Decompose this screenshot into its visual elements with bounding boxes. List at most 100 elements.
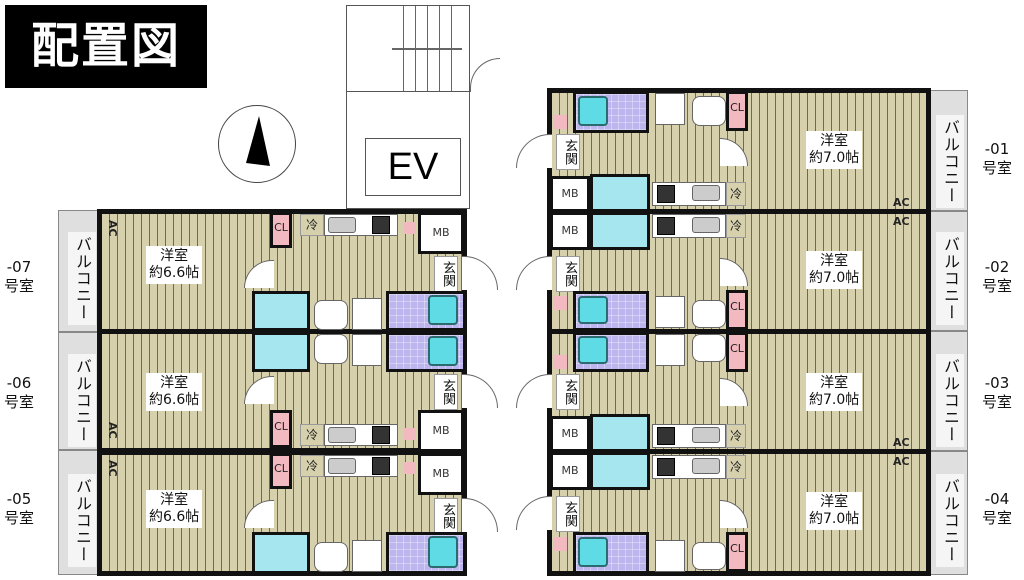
entrance-door-01[interactable] — [516, 134, 552, 168]
entrance-door-03[interactable] — [516, 374, 552, 408]
entrance-05: 玄関 — [434, 498, 458, 534]
entrance-03: 玄関 — [556, 374, 580, 410]
pipe-space-06 — [404, 428, 416, 440]
toilet-04 — [590, 452, 650, 490]
compass — [218, 105, 296, 183]
closet-07: CL — [270, 212, 292, 248]
entrance-07: 玄関 — [434, 256, 458, 292]
bathtub-05 — [428, 536, 458, 568]
ac-01: AC — [893, 196, 910, 209]
stove-02 — [657, 217, 675, 235]
kitchen-sink-02 — [692, 217, 720, 233]
fridge-05: 冷 — [300, 455, 324, 477]
room-label-06: 洋室約6.6帖 — [146, 373, 203, 411]
entrance-02: 玄関 — [556, 256, 580, 292]
entrance-door-05[interactable] — [462, 498, 498, 532]
meter-box-01: MB — [550, 176, 590, 212]
meter-box-03: MB — [550, 416, 590, 452]
closet-04: CL — [726, 532, 748, 572]
ac-04: AC — [893, 455, 910, 468]
kitchen-sink-03 — [692, 427, 720, 443]
washer-04 — [655, 540, 685, 572]
toilet-03 — [590, 414, 650, 452]
washbasin-05 — [314, 542, 348, 572]
washer-01 — [655, 93, 685, 125]
bathtub-03 — [578, 336, 608, 364]
bathtub-07 — [428, 295, 458, 325]
room-label-05: 洋室約6.6帖 — [146, 490, 203, 528]
entrance-door-02[interactable] — [516, 256, 552, 290]
ac-06: AC — [106, 422, 119, 439]
pipe-space-02 — [553, 296, 567, 310]
washbasin-07 — [314, 300, 348, 330]
entrance-door-04[interactable] — [516, 496, 552, 530]
balcony-label-03: バルコニー — [936, 354, 964, 447]
room-label-07: 洋室約6.6帖 — [146, 246, 203, 284]
toilet-05 — [252, 532, 310, 574]
stove-04 — [657, 458, 675, 476]
entrance-01: 玄関 — [556, 134, 580, 170]
balcony-label-02: バルコニー — [936, 232, 964, 325]
stove-03 — [657, 427, 675, 445]
washer-07 — [352, 298, 382, 330]
fridge-04: 冷 — [726, 455, 746, 479]
toilet-02 — [590, 212, 650, 250]
entrance-06: 玄関 — [434, 374, 458, 410]
kitchen-sink-05 — [328, 458, 356, 474]
pipe-space-04 — [553, 537, 567, 551]
toilet-01 — [590, 174, 650, 212]
washbasin-03 — [692, 334, 726, 362]
stair-door[interactable] — [470, 58, 500, 92]
ac-05: AC — [106, 460, 119, 477]
pipe-space-03 — [553, 355, 567, 369]
stove-01 — [657, 185, 675, 203]
washer-05 — [352, 540, 382, 572]
elevator[interactable]: EV — [365, 138, 461, 196]
north-arrow-icon — [246, 116, 270, 166]
entrance-04: 玄関 — [556, 496, 580, 532]
fridge-06: 冷 — [300, 424, 324, 446]
meter-box-07: MB — [418, 212, 464, 254]
bathtub-06 — [428, 336, 458, 366]
balcony-label-07: バルコニー — [68, 232, 96, 325]
closet-06: CL — [270, 410, 292, 448]
washer-06 — [352, 334, 382, 366]
bathtub-01 — [578, 96, 608, 126]
entrance-door-06[interactable] — [462, 374, 498, 408]
room-label-04: 洋室約7.0帖 — [806, 492, 863, 530]
stair-landing-line — [392, 48, 462, 50]
closet-05: CL — [270, 453, 292, 489]
room-label-02: 洋室約7.0帖 — [806, 251, 863, 289]
fridge-02: 冷 — [726, 214, 746, 238]
page-title: 配置図 — [5, 5, 207, 88]
kitchen-sink-07 — [328, 217, 356, 233]
room-label-01: 洋室約7.0帖 — [806, 131, 863, 169]
stove-07 — [372, 216, 390, 234]
pipe-space-05 — [404, 462, 416, 474]
meter-box-05: MB — [418, 453, 464, 495]
ac-02: AC — [893, 215, 910, 228]
kitchen-sink-06 — [328, 427, 356, 443]
balcony-label-01: バルコニー — [936, 115, 964, 208]
fridge-03: 冷 — [726, 424, 746, 448]
bathtub-04 — [578, 537, 608, 567]
washbasin-04 — [692, 542, 726, 570]
pipe-space-01 — [553, 115, 567, 129]
kitchen-sink-04 — [692, 458, 720, 474]
elevator-label: EV — [387, 146, 439, 188]
meter-box-06: MB — [418, 410, 464, 452]
kitchen-sink-01 — [692, 185, 720, 201]
meter-box-04: MB — [550, 452, 590, 490]
entrance-door-07[interactable] — [462, 256, 498, 290]
fridge-07: 冷 — [300, 214, 324, 236]
toilet-07 — [252, 291, 310, 331]
washer-02 — [655, 296, 685, 328]
balcony-label-04: バルコニー — [936, 474, 964, 567]
closet-02: CL — [726, 290, 748, 330]
pipe-space-07 — [404, 222, 416, 234]
